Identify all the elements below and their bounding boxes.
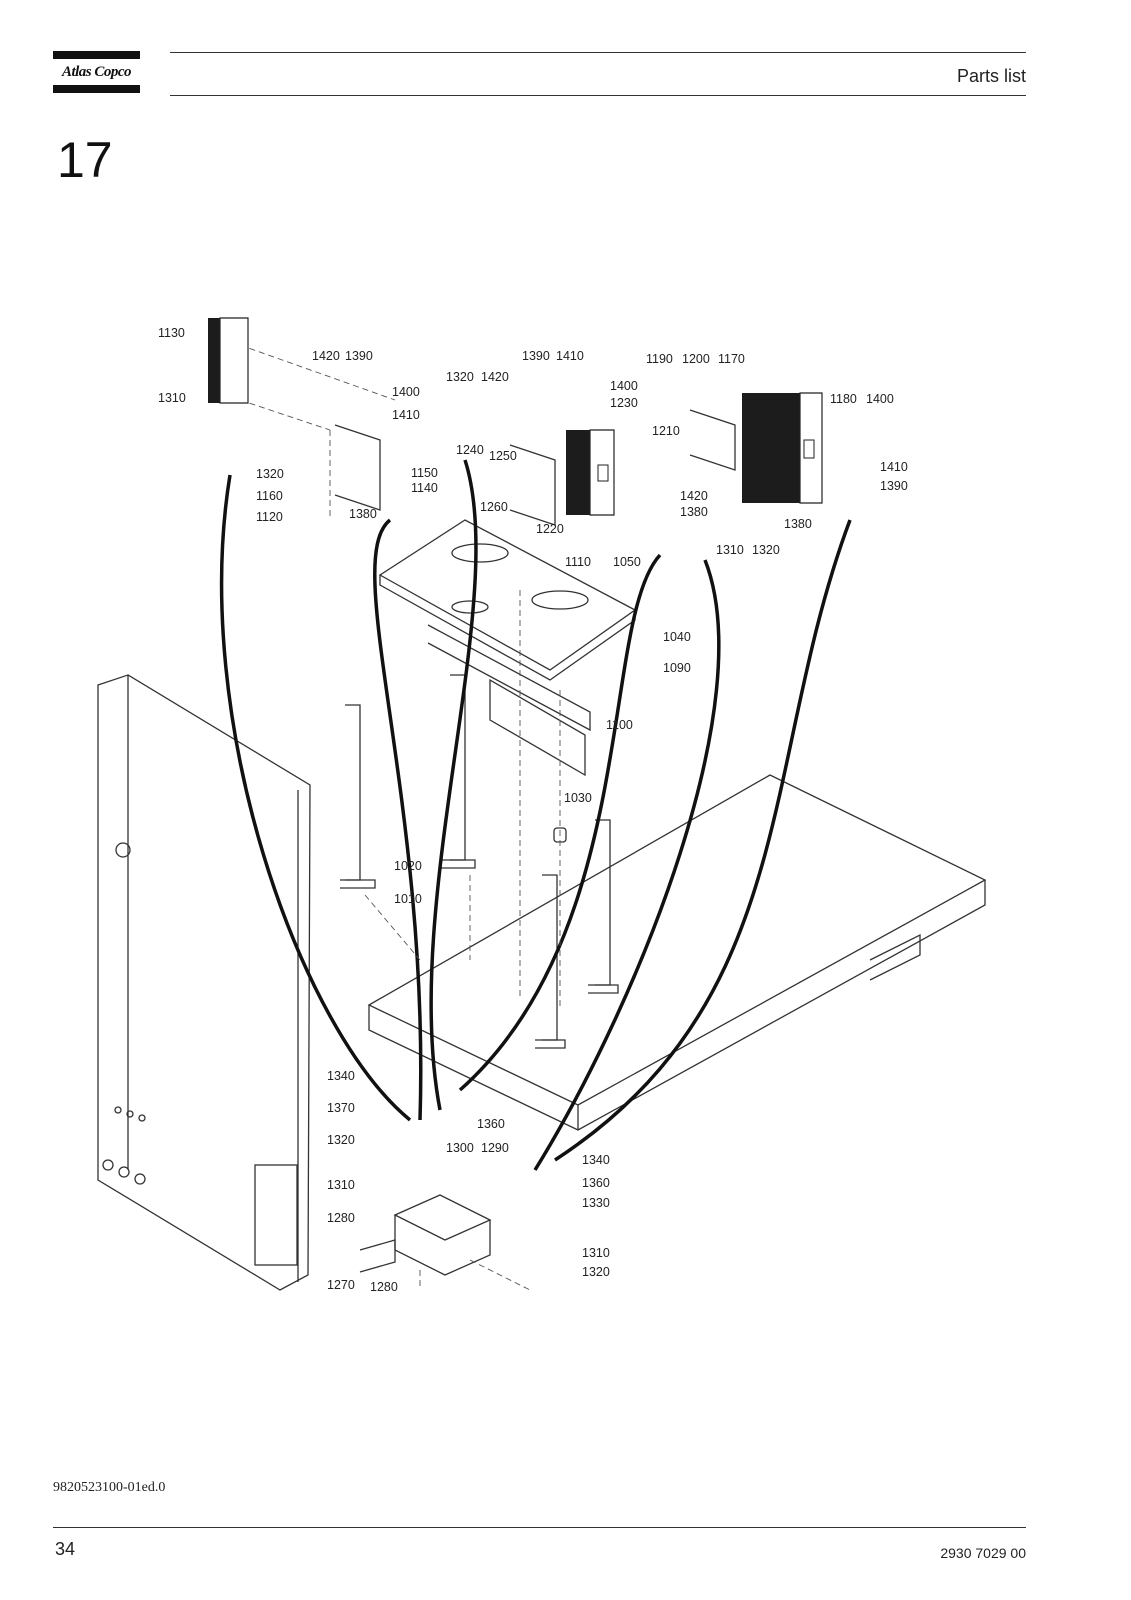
callout-1340: 1340 — [327, 1069, 355, 1083]
callout-1300: 1300 — [446, 1141, 474, 1155]
heat-exchanger-1130 — [208, 317, 249, 404]
callout-1390: 1390 — [345, 349, 373, 363]
callout-1340: 1340 — [582, 1153, 610, 1167]
callout-1120: 1120 — [256, 510, 283, 524]
callout-1380: 1380 — [784, 517, 812, 531]
callout-1110: 1110 — [565, 555, 591, 569]
callout-1270: 1270 — [327, 1278, 355, 1292]
callout-1380: 1380 — [680, 505, 708, 519]
callout-1290: 1290 — [481, 1141, 509, 1155]
callout-1210: 1210 — [652, 424, 680, 438]
callout-1260: 1260 — [480, 500, 508, 514]
atlas-copco-logo: Atlas Copco — [53, 51, 140, 93]
callout-1320: 1320 — [582, 1265, 610, 1279]
callout-1170: 1170 — [718, 352, 745, 366]
callout-1230: 1230 — [610, 396, 638, 410]
callout-1160: 1160 — [256, 489, 283, 503]
manual-number: 2930 7029 00 — [940, 1545, 1026, 1561]
callout-1010: 1010 — [394, 892, 422, 906]
callout-1400: 1400 — [610, 379, 638, 393]
callout-1380: 1380 — [349, 507, 377, 521]
section-number: 17 — [57, 132, 113, 188]
callout-1150: 1150 — [411, 466, 438, 480]
callout-1370: 1370 — [327, 1101, 355, 1115]
callout-1100: 1100 — [606, 718, 633, 732]
section-title: Parts list — [956, 66, 1026, 86]
callout-1310: 1310 — [716, 543, 744, 557]
callout-1030: 1030 — [564, 791, 592, 805]
callout-1310: 1310 — [582, 1246, 610, 1260]
callout-1280: 1280 — [370, 1280, 398, 1294]
callout-1420: 1420 — [481, 370, 509, 384]
callout-1360: 1360 — [582, 1176, 610, 1190]
callout-1320: 1320 — [256, 467, 284, 481]
callout-1280: 1280 — [327, 1211, 355, 1225]
callout-1190: 1190 — [646, 352, 673, 366]
callout-1020: 1020 — [394, 859, 422, 873]
callout-1180: 1180 — [830, 392, 857, 406]
callout-1360: 1360 — [477, 1117, 505, 1131]
header-rule-top — [170, 52, 1026, 53]
callout-1050: 1050 — [613, 555, 641, 569]
callout-1310: 1310 — [158, 391, 186, 405]
footer-rule — [53, 1527, 1026, 1528]
callout-1200: 1200 — [682, 352, 710, 366]
callout-1420: 1420 — [312, 349, 340, 363]
callout-1410: 1410 — [880, 460, 908, 474]
callout-1090: 1090 — [663, 661, 691, 675]
logo-wordmark: Atlas Copco — [61, 64, 132, 80]
document-code: 9820523100-01ed.0 — [53, 1480, 166, 1495]
logo-bar-top — [53, 51, 140, 59]
callout-1040: 1040 — [663, 630, 691, 644]
header-rule-bottom — [170, 95, 1026, 96]
page-number: 34 — [55, 1539, 76, 1559]
callout-1220: 1220 — [536, 522, 564, 536]
logo-bar-bottom — [53, 85, 140, 93]
callout-1420: 1420 — [680, 489, 708, 503]
callout-1330: 1330 — [582, 1196, 610, 1210]
callout-1410: 1410 — [556, 349, 584, 363]
callout-1320: 1320 — [327, 1133, 355, 1147]
callout-1390: 1390 — [522, 349, 550, 363]
heat-exchanger-1180 — [742, 392, 823, 504]
callout-1390: 1390 — [880, 479, 908, 493]
callout-1410: 1410 — [392, 408, 420, 422]
callout-1310: 1310 — [327, 1178, 355, 1192]
heat-exchanger-1230 — [566, 429, 615, 516]
callout-1320: 1320 — [446, 370, 474, 384]
callout-1240: 1240 — [456, 443, 484, 457]
callout-1140: 1140 — [411, 481, 438, 495]
callout-1250: 1250 — [489, 449, 517, 463]
callout-1130: 1130 — [158, 326, 185, 340]
callout-1400: 1400 — [392, 385, 420, 399]
callout-1320: 1320 — [752, 543, 780, 557]
callout-1400: 1400 — [866, 392, 894, 406]
